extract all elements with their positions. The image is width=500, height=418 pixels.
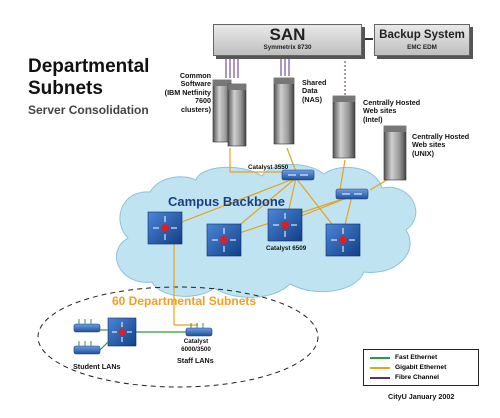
label-web-intel: Centrally Hosted Web sites (Intel): [363, 98, 421, 124]
label-web-unix: Centrally Hosted Web sites (UNIX): [412, 132, 470, 158]
server-web-unix: [383, 125, 407, 181]
label-shared-data: Shared Data (NAS): [302, 78, 327, 104]
legend: Fast Ethernet Gigabit Ethernet Fibre Cha…: [363, 349, 479, 386]
page-subtitle: Server Consolidation: [28, 103, 149, 117]
label-catalyst-6000-3500: Catalyst 6000/3500: [181, 338, 211, 353]
legend-label: Gigabit Ethernet: [395, 364, 447, 371]
legend-swatch: [370, 357, 390, 359]
backbone-router-4: [325, 223, 361, 257]
student-lan-switch-1: [73, 319, 101, 333]
page-title-line2: Subnets: [28, 78, 103, 99]
server-common-software-2: [227, 83, 247, 147]
label-common-software: Common Software (IBM Netfinity 7600 clus…: [164, 71, 211, 114]
student-lan-link: [99, 341, 109, 351]
label-student-lans: Student LANs: [73, 362, 121, 371]
student-lan-switch-2: [73, 341, 101, 355]
label-catalyst-3550: Catalyst 3550: [248, 164, 289, 171]
label-campus-backbone: Campus Backbone: [168, 194, 286, 209]
legend-label: Fibre Channel: [395, 374, 439, 381]
credit-text: CityU January 2002: [388, 392, 455, 401]
server-web-intel: [332, 95, 356, 159]
san-sublabel: Symmetrix 8730: [263, 44, 312, 51]
san-box: SAN Symmetrix 8730: [213, 24, 362, 56]
legend-label: Fast Ethernet: [395, 354, 438, 361]
backbone-router-catalyst-6509: [267, 208, 303, 242]
backup-system-box: Backup System EMC EDM: [374, 24, 470, 56]
label-departmental-subnets: 60 Departmental Subnets: [112, 294, 257, 308]
label-staff-lans: Staff LANs: [177, 356, 214, 365]
san-label: SAN: [269, 25, 306, 44]
legend-item-fibre-channel: Fibre Channel: [370, 373, 476, 382]
catalyst-3550-switch-1: [281, 169, 315, 181]
legend-swatch: [370, 377, 390, 379]
backbone-router-1: [147, 211, 183, 245]
backup-label: Backup System: [379, 29, 465, 41]
label-catalyst-6509: Catalyst 6509: [266, 245, 307, 252]
catalyst-3550-switch-2: [335, 188, 369, 200]
fibre-channel-links: [225, 57, 346, 96]
backup-sublabel: EMC EDM: [407, 44, 437, 51]
legend-item-gigabit-ethernet: Gigabit Ethernet: [370, 363, 476, 372]
departmental-subnets-boundary: [37, 286, 319, 388]
server-shared-data: [273, 77, 295, 145]
departmental-router: [107, 317, 137, 347]
backbone-router-2: [206, 223, 242, 257]
legend-item-fast-ethernet: Fast Ethernet: [370, 353, 476, 362]
legend-swatch: [370, 367, 390, 369]
staff-lan-switch: [185, 323, 213, 337]
page-title-line1: Departmental: [28, 56, 150, 77]
